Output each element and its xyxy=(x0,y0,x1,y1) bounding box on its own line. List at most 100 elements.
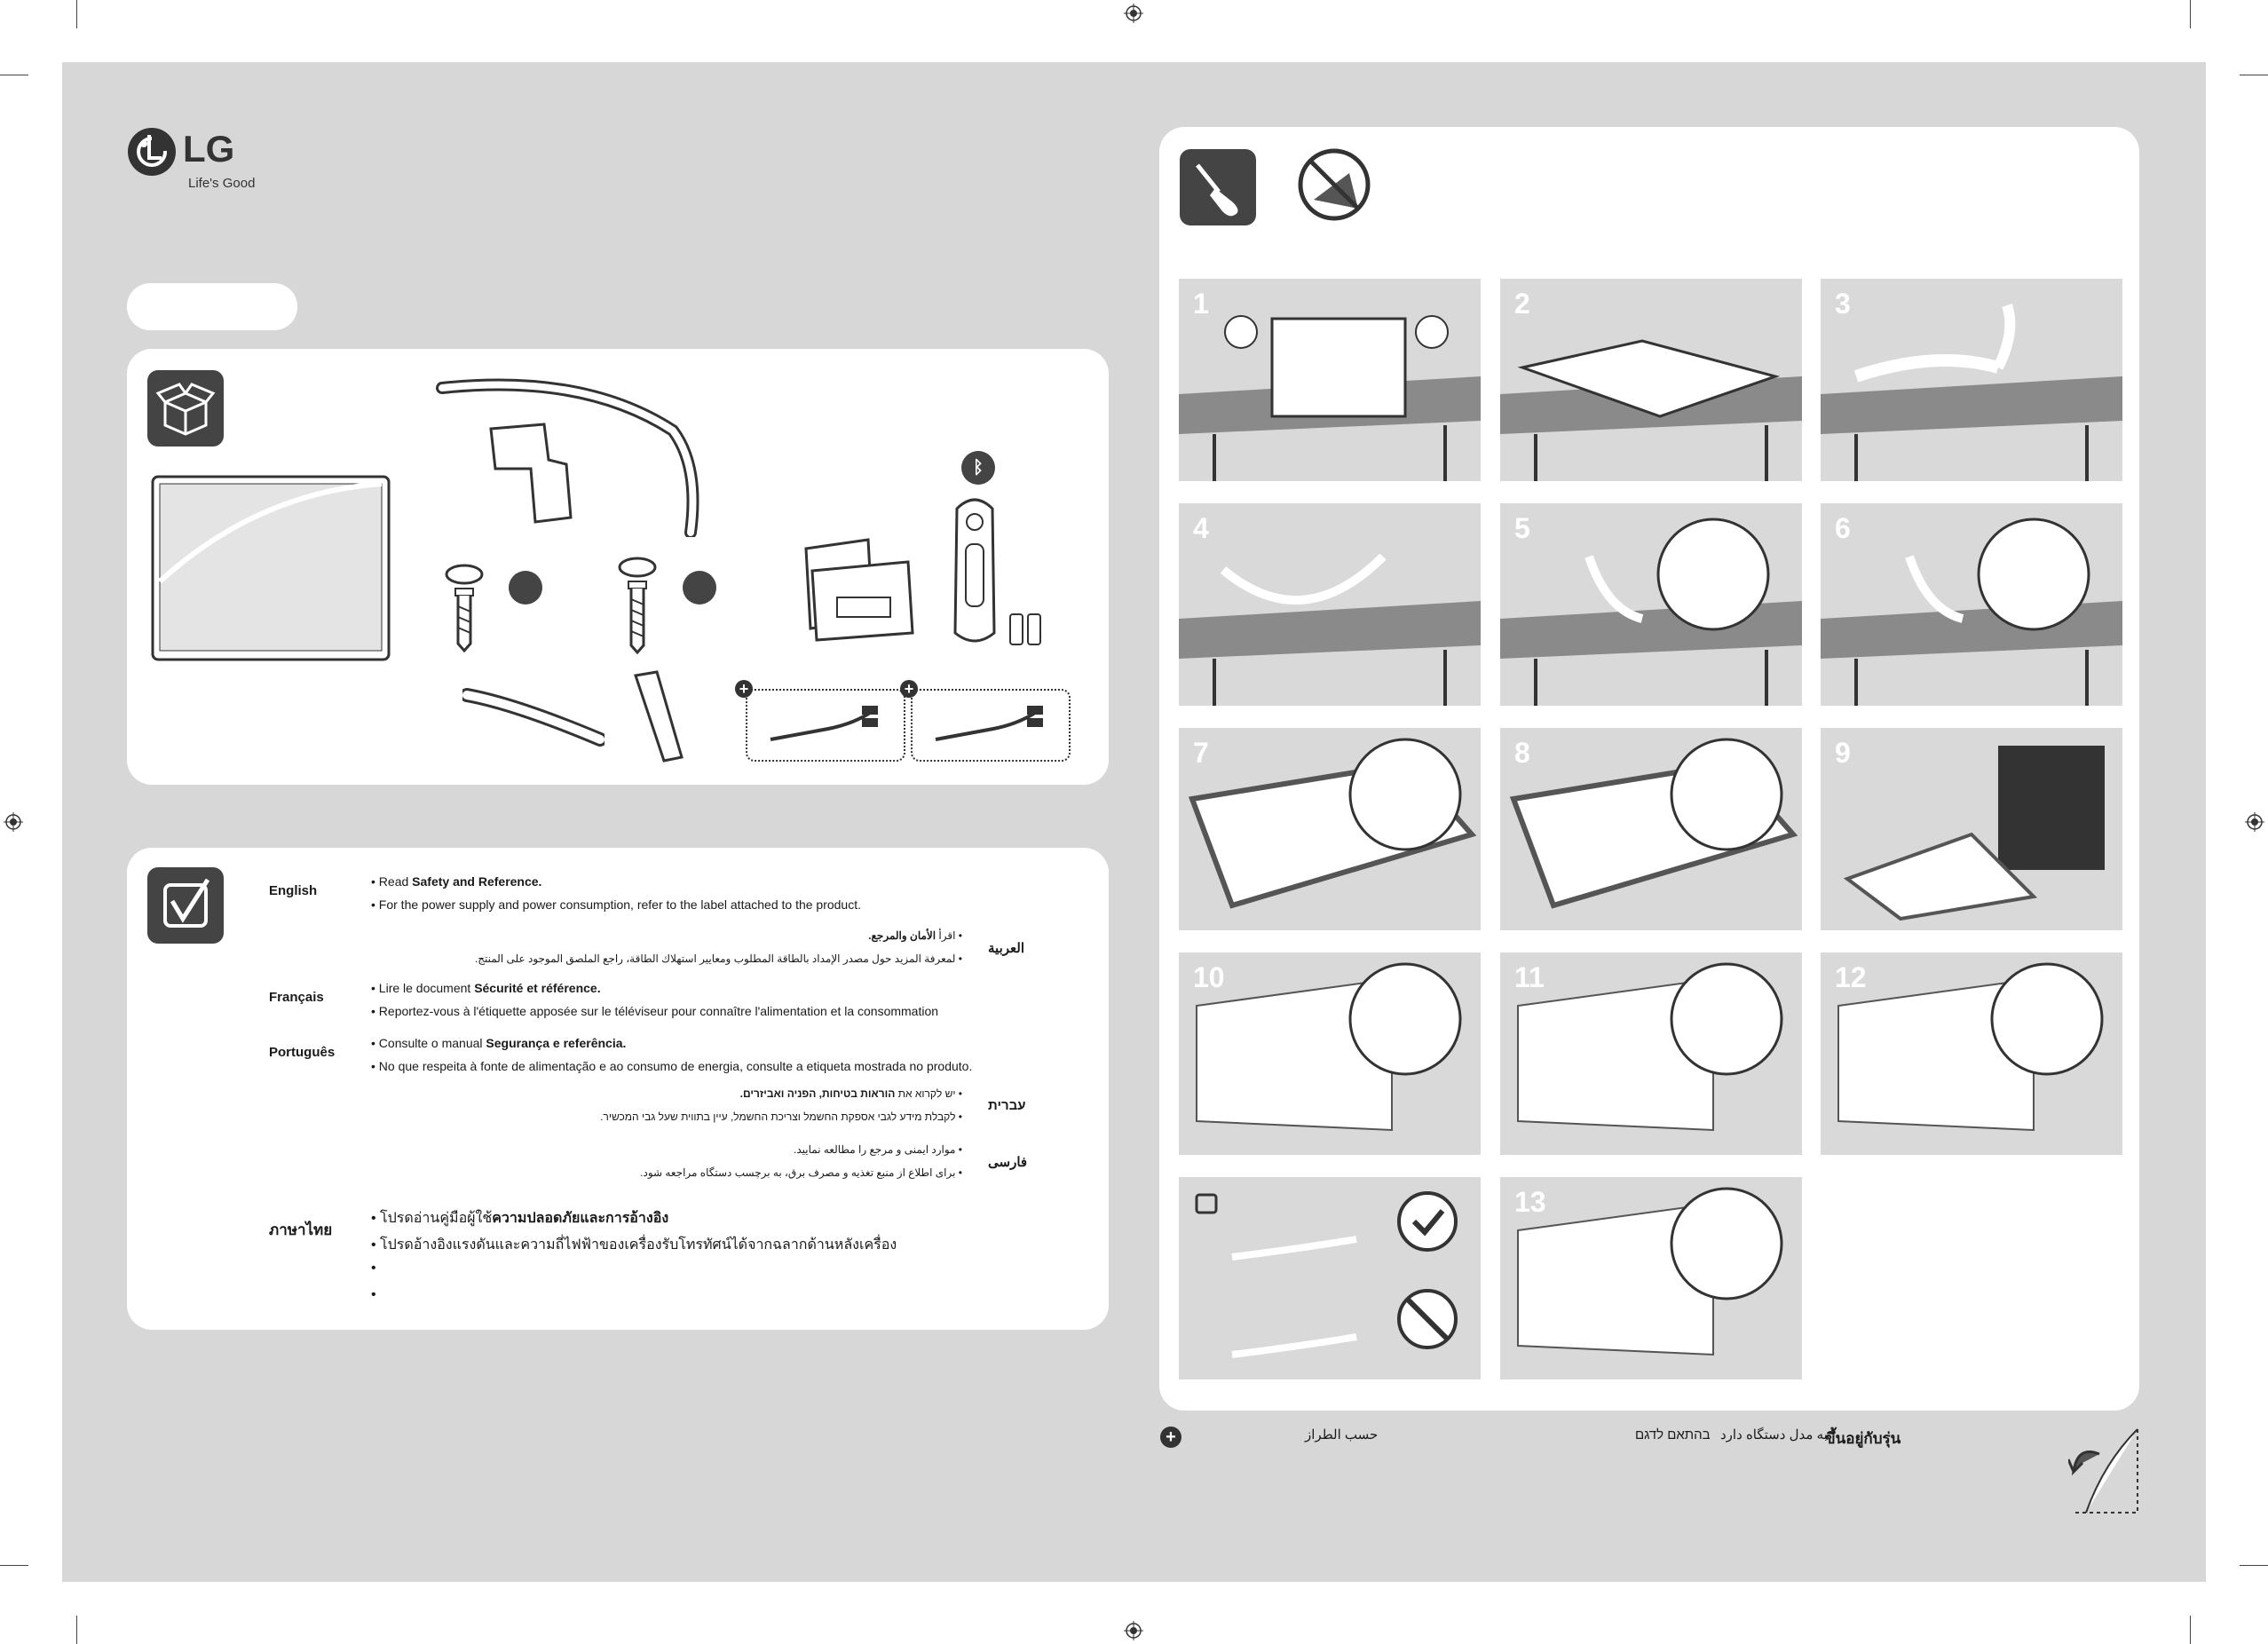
step-illustration xyxy=(1837,962,2104,1132)
requirement-text: • لمعرفة المزيد حول مصدر الإمداد بالطاقة… xyxy=(474,952,962,965)
step-number: 11 xyxy=(1514,961,1545,993)
logo-text: LG xyxy=(183,128,235,170)
step-illustration xyxy=(1509,738,1798,909)
footer-arabic: حسب الطراز xyxy=(1305,1427,1379,1442)
requirement-bold-text: الأمان والمرجع. xyxy=(868,929,936,942)
step-illustration xyxy=(1821,518,2122,706)
footer-persian: به مدل دستگاه دارد xyxy=(1720,1427,1828,1442)
plus-icon: + xyxy=(1160,1427,1181,1448)
logo-tagline: Life's Good xyxy=(188,176,256,191)
assembly-step: 6 xyxy=(1821,503,2122,706)
registration-mark-icon xyxy=(2245,812,2264,832)
requirement-line: • Consulte o manual Segurança e referênc… xyxy=(371,1036,626,1050)
batteries-icon xyxy=(1009,613,1041,645)
requirement-line: • For the power supply and power consump… xyxy=(371,897,861,912)
requirement-line: • יש לקרוא את הוראות בטיחות, הפניה ואביז… xyxy=(740,1087,962,1100)
screw-count-badge xyxy=(509,571,542,605)
step-number: 10 xyxy=(1193,961,1225,993)
step-number: 8 xyxy=(1514,737,1530,769)
requirement-text: • برای اطلاع از منبع تغذیه و مصرف برق، ب… xyxy=(640,1166,962,1179)
bluetooth-icon: ᛒ xyxy=(961,451,995,485)
tv-illustration xyxy=(151,475,391,661)
step-number: 5 xyxy=(1514,512,1530,544)
lg-face-icon xyxy=(128,128,176,176)
requirement-text: • No que respeita à fonte de alimentação… xyxy=(371,1059,973,1073)
footer-hebrew: בהתאם לדגם xyxy=(1635,1427,1711,1442)
no-sharp-object-icon xyxy=(1298,148,1371,221)
requirement-line: • xyxy=(371,1261,376,1276)
requirement-line: • اقرأ الأمان والمرجع. xyxy=(868,929,962,942)
step-illustration xyxy=(1517,962,1783,1132)
language-name: Português xyxy=(269,1045,336,1060)
box-contents-panel: ᛒ + + xyxy=(127,349,1109,785)
requirement-text: • اقرأ xyxy=(936,929,962,942)
requirement-line: • xyxy=(371,1287,376,1303)
requirement-text: • موارد ایمنی و مرجع را مطالعه نمایید. xyxy=(794,1143,962,1156)
step-number: 4 xyxy=(1193,512,1209,544)
optional-cable-box xyxy=(746,689,905,762)
box-contents-icon xyxy=(147,370,224,447)
assembly-step: 11 xyxy=(1500,952,1802,1155)
requirement-line: • No que respeita à fonte de alimentação… xyxy=(371,1059,972,1073)
step-number: 7 xyxy=(1193,737,1209,769)
model-label-pill xyxy=(127,283,297,330)
assembly-step xyxy=(1179,1177,1481,1379)
assembly-step: 5 xyxy=(1500,503,1802,706)
registration-mark-icon xyxy=(4,812,23,832)
requirement-bold-text: הוראות בטיחות, הפניה ואביזרים. xyxy=(739,1087,896,1100)
component-cable-illustration xyxy=(935,706,1043,741)
optional-cable-box xyxy=(911,689,1071,762)
requirement-text: • יש לקרוא את xyxy=(895,1087,962,1100)
requirement-line: • โปรดอ่านคู่มือผู้ใช้ความปลอดภัยและการอ… xyxy=(371,1207,668,1229)
assembly-step: 10 xyxy=(1179,952,1481,1155)
language-name: فارسی xyxy=(988,1155,1028,1170)
step-illustration xyxy=(1500,339,1802,481)
requirement-text: • xyxy=(371,1287,376,1302)
requirement-line: • Lire le document Sécurité et référence… xyxy=(371,981,601,995)
crop-mark xyxy=(2190,0,2191,28)
language-name: Français xyxy=(269,990,324,1005)
requirement-text: • โปรดอ่านคู่มือผู้ใช้ xyxy=(371,1211,493,1226)
requirement-text: • For the power supply and power consump… xyxy=(371,897,862,912)
crop-mark xyxy=(0,1565,28,1566)
remote-control-illustration xyxy=(953,498,996,643)
step-illustration xyxy=(1179,553,1481,706)
stand-base-illustration xyxy=(436,378,699,537)
assembly-step: 13 xyxy=(1500,1177,1802,1379)
requirements-panel: English• Read Safety and Reference.• For… xyxy=(127,848,1109,1330)
step-number: 1 xyxy=(1193,288,1209,320)
plus-icon: + xyxy=(900,680,918,698)
assembly-step: 12 xyxy=(1821,952,2122,1155)
screw-icon xyxy=(618,557,657,655)
step-illustration xyxy=(1179,315,1481,481)
language-name: العربية xyxy=(988,941,1024,956)
step-illustration xyxy=(1517,1187,1783,1356)
lg-logo: LG Life's Good xyxy=(126,126,268,197)
requirement-line: • Reportez-vous à l'étiquette apposée su… xyxy=(371,1004,938,1018)
requirement-text: • โปรดอ้างอิงแรงดันและความถี่ไฟฟ้าของเคร… xyxy=(371,1237,897,1253)
screw-icon xyxy=(445,564,484,653)
cable-cover-illustration xyxy=(634,670,684,763)
requirement-text: • Read xyxy=(371,874,413,889)
requirement-line: • موارد ایمنی و مرجع را مطالعه نمایید. xyxy=(794,1143,962,1156)
requirement-text: • Reportez-vous à l'étiquette apposée su… xyxy=(371,1004,939,1018)
av-cable-illustration xyxy=(770,706,878,741)
screw-count-badge xyxy=(683,571,716,605)
crop-mark xyxy=(2240,1565,2268,1566)
requirement-bold-text: Safety and Reference. xyxy=(412,874,542,889)
manual-booklets-illustration xyxy=(804,538,914,642)
step-number: 3 xyxy=(1835,288,1851,320)
registration-mark-icon xyxy=(1124,1621,1143,1640)
step-illustration xyxy=(1188,738,1477,909)
requirement-line: • לקבלת מידע לגבי אספקת החשמל וצריכת החש… xyxy=(600,1110,962,1123)
step-number: 6 xyxy=(1835,512,1851,544)
crop-mark xyxy=(2190,1616,2191,1644)
stand-body-illustration xyxy=(489,423,573,524)
step-illustration xyxy=(1843,746,2105,921)
language-name: ภาษาไทย xyxy=(269,1221,333,1238)
assembly-step: 9 xyxy=(1821,728,2122,930)
requirement-text: • Lire le document xyxy=(371,981,475,995)
requirement-line: • برای اطلاع از منبع تغذیه و مصرف برق، ب… xyxy=(640,1166,962,1179)
plus-icon: + xyxy=(735,680,753,698)
